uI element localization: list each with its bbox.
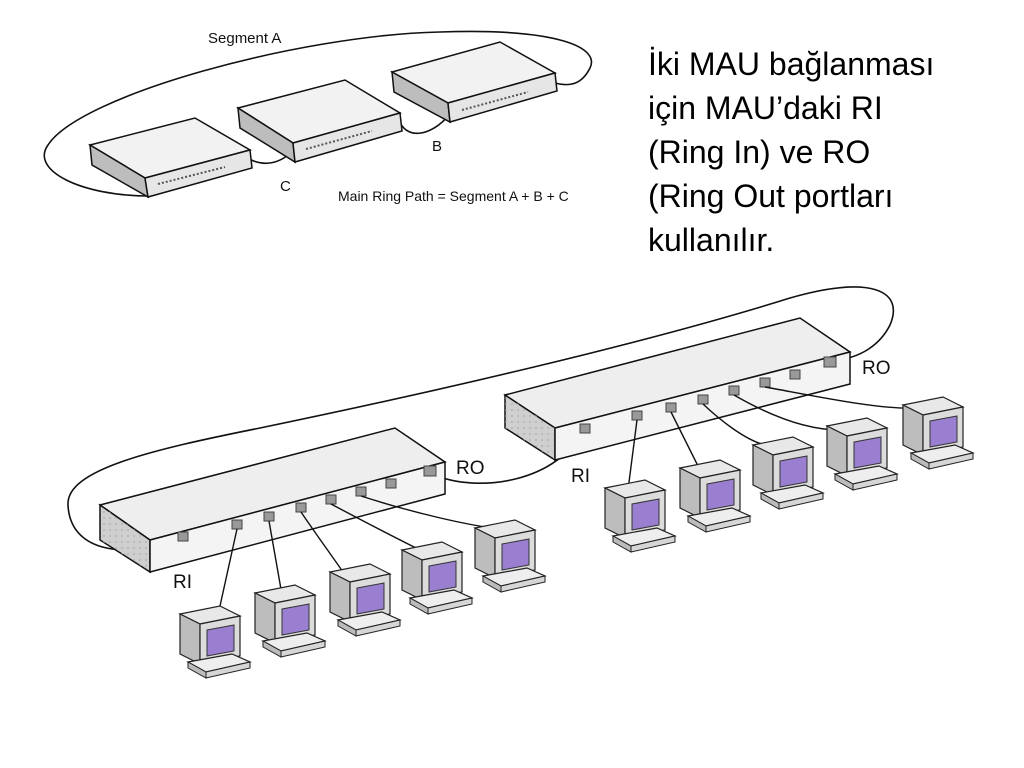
workstation xyxy=(604,479,676,553)
left-mau xyxy=(98,427,447,574)
segment-a-cable xyxy=(43,30,593,197)
segment-c-label: C xyxy=(280,178,291,195)
segment-b-label: B xyxy=(432,138,442,155)
caption-line: kullanılır. xyxy=(648,222,775,258)
workstation xyxy=(401,541,473,615)
right-ri-label: RI xyxy=(571,466,590,487)
caption-line: (Ring In) ve RO xyxy=(648,134,871,170)
workstation xyxy=(179,605,251,679)
caption-line: için MAU’daki RI xyxy=(648,90,883,126)
caption-line: (Ring Out portları xyxy=(648,178,894,214)
workstation xyxy=(902,396,974,470)
segment-a-label: Segment A xyxy=(208,30,281,47)
top-mau-left xyxy=(88,117,253,199)
top-mau-middle xyxy=(236,79,403,164)
top-ring-diagram: Segment A B C Main Ring Path = Segment A… xyxy=(43,30,593,204)
main-ring-cable xyxy=(67,286,895,551)
left-ro-label: RO xyxy=(456,458,485,479)
right-ro-label: RO xyxy=(862,358,891,379)
workstation xyxy=(254,584,326,658)
workstation xyxy=(474,519,546,593)
caption-line: İki MAU bağlanması xyxy=(648,46,935,82)
left-ri-label: RI xyxy=(173,572,192,593)
bottom-mau-diagram: RI RO RI RO xyxy=(67,286,916,616)
workstation xyxy=(679,459,751,533)
right-mau xyxy=(503,317,852,462)
workstation xyxy=(826,417,898,491)
top-mau-right xyxy=(390,41,558,124)
caption-text: İki MAU bağlanması için MAU’daki RI (Rin… xyxy=(648,42,1008,262)
ring-path-formula: Main Ring Path = Segment A + B + C xyxy=(338,188,569,204)
workstation xyxy=(329,563,401,637)
workstation xyxy=(752,436,824,510)
